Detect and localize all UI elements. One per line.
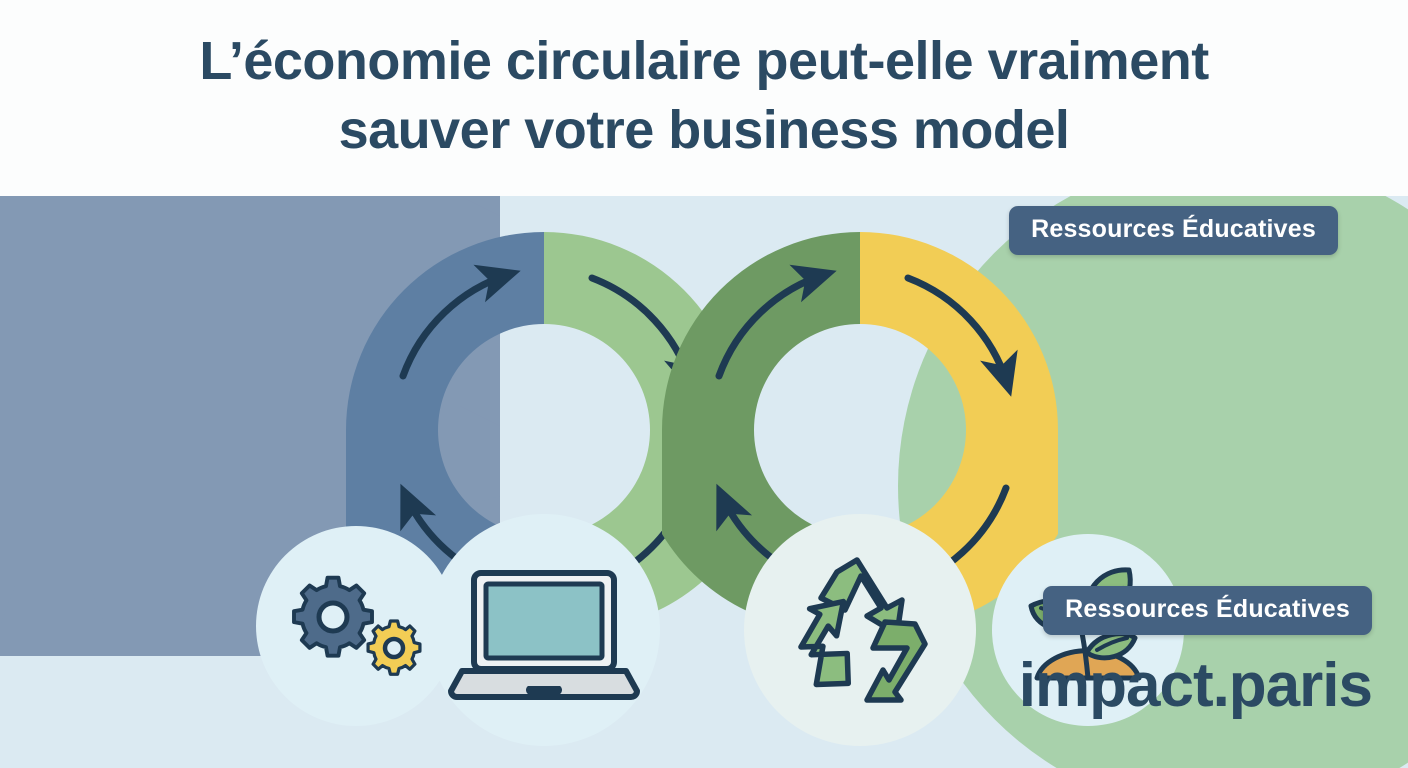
gear-large	[292, 575, 374, 658]
page-title-line-2: sauver votre business model	[338, 100, 1070, 160]
brand-logo-impact-paris[interactable]: impact.paris	[1018, 651, 1373, 720]
laptop-icon	[448, 570, 640, 700]
page-title-line-1: L’économie circulaire peut-elle vraiment	[199, 31, 1209, 92]
arrow-blue-top	[399, 264, 521, 380]
gear-small	[366, 619, 422, 676]
laptop-bubble	[428, 514, 660, 746]
recycle-icon	[798, 557, 928, 703]
badge-resources-bottom[interactable]: Ressources Éducatives	[1043, 586, 1372, 635]
illustration-stage: Ressources Éducatives Ressources Éducati…	[0, 196, 1408, 768]
page-title: L’économie circulaire peut-elle vraiment…	[199, 27, 1209, 168]
badge-resources-top[interactable]: Ressources Éducatives	[1009, 206, 1338, 255]
gears-bubble	[256, 526, 456, 726]
arrow-darkgreen-top	[715, 264, 837, 380]
gears-icon	[292, 575, 422, 676]
recycle-bubble	[744, 514, 976, 746]
title-band: L’économie circulaire peut-elle vraiment…	[0, 0, 1408, 196]
arrow-yellow-top	[904, 274, 1018, 397]
